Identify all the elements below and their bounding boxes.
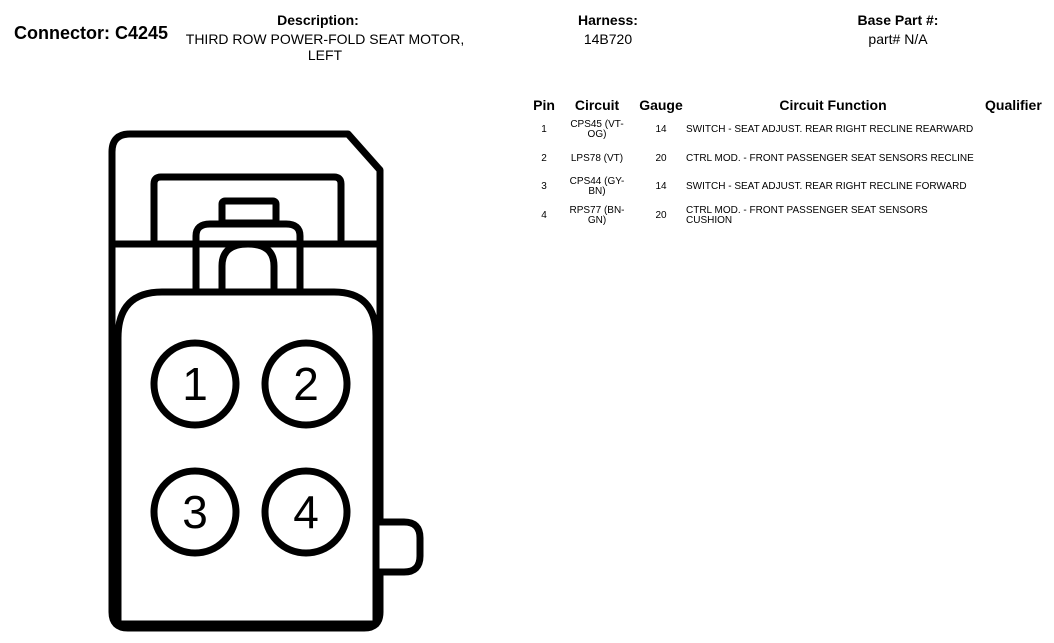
gauge-cell: 14 xyxy=(655,180,667,192)
circuit-cell: CPS44 (GY-BN) xyxy=(569,175,625,197)
circuit-function-cell: SWITCH - SEAT ADJUST. REAR RIGHT RECLINE… xyxy=(686,123,974,135)
table-row: 4 RPS77 (BN-GN) 20 CTRL MOD. - FRONT PAS… xyxy=(0,201,1054,230)
pin-cavity-1 xyxy=(150,339,240,429)
circuit-cell: LPS78 (VT) xyxy=(570,152,624,164)
pin-cell: 3 xyxy=(541,180,547,192)
harness-value: 14B720 xyxy=(583,31,633,47)
column-header-pin: Pin xyxy=(533,97,555,113)
pin-number-4: 4 xyxy=(293,486,319,538)
circuit-function-cell: CTRL MOD. - FRONT PASSENGER SEAT SENSORS… xyxy=(686,204,928,226)
connector-latch-key xyxy=(218,240,278,296)
pin-number-1: 1 xyxy=(182,358,208,410)
connector-label: Connector: C4245 xyxy=(14,23,169,43)
column-header-qualifier: Qualifier xyxy=(985,97,1042,113)
base-part-heading: Base Part #: xyxy=(857,12,939,28)
base-part-value: part# N/A xyxy=(868,31,928,47)
circuit-function-cell: CTRL MOD. - FRONT PASSENGER SEAT SENSORS… xyxy=(686,152,974,164)
table-row: 1 CPS45 (VT-OG) 14 SWITCH - SEAT ADJUST.… xyxy=(0,115,1054,144)
pin-cell: 2 xyxy=(541,152,547,164)
pin-cavity-3 xyxy=(150,467,240,557)
pin-cell: 1 xyxy=(541,123,547,135)
table-row: 2 LPS78 (VT) 20 CTRL MOD. - FRONT PASSEN… xyxy=(0,144,1054,173)
description-heading: Description: xyxy=(277,12,359,28)
circuit-cell: CPS45 (VT-OG) xyxy=(570,118,624,140)
connector-pin-face xyxy=(114,288,380,628)
column-header-circuit: Circuit xyxy=(574,97,620,113)
pin-number-2: 2 xyxy=(293,358,319,410)
connector-latch-tab xyxy=(218,197,280,227)
column-header-gauge: Gauge xyxy=(639,97,683,113)
pin-cell: 4 xyxy=(541,209,547,221)
gauge-cell: 14 xyxy=(655,123,667,135)
pin-cavity-4 xyxy=(261,467,351,557)
column-header-circuit-function: Circuit Function xyxy=(779,97,887,113)
circuit-function-cell: SWITCH - SEAT ADJUST. REAR RIGHT RECLINE… xyxy=(686,180,967,192)
table-row: 3 CPS44 (GY-BN) 14 SWITCH - SEAT ADJUST.… xyxy=(0,172,1054,201)
connector-latch-outer xyxy=(192,220,304,296)
description-value: THIRD ROW POWER-FOLD SEAT MOTOR, LEFT xyxy=(185,31,465,63)
gauge-cell: 20 xyxy=(655,152,667,164)
harness-heading: Harness: xyxy=(578,12,638,28)
pin-number-3: 3 xyxy=(182,486,208,538)
connector-latch-frame xyxy=(150,173,345,244)
circuit-cell: RPS77 (BN-GN) xyxy=(569,204,625,226)
gauge-cell: 20 xyxy=(655,209,667,221)
pin-cavity-2 xyxy=(261,339,351,429)
